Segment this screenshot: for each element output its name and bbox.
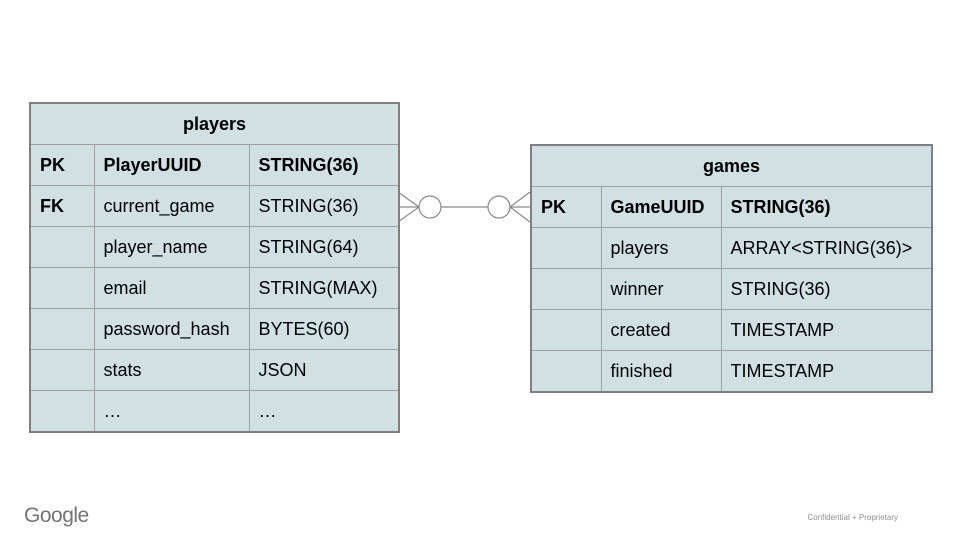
key-cell [29, 390, 95, 433]
field-name-cell: … [93, 390, 250, 433]
field-type-cell: TIMESTAMP [720, 350, 933, 393]
field-type-cell: BYTES(60) [248, 308, 400, 350]
key-cell [29, 308, 95, 350]
field-type-cell: STRING(MAX) [248, 267, 400, 309]
field-type-cell: … [248, 390, 400, 433]
field-name-cell: email [93, 267, 250, 309]
google-logo: Google [24, 504, 89, 527]
field-name-cell: finished [600, 350, 722, 393]
confidential-note: Confidential + Proprietary [807, 513, 899, 522]
field-name-cell: PlayerUUID [93, 144, 250, 186]
crows-foot-many-players-icon [397, 191, 420, 223]
field-type-cell: STRING(36) [720, 186, 933, 228]
field-type-cell: STRING(36) [720, 268, 933, 310]
key-cell [530, 309, 602, 351]
field-type-cell: ARRAY<STRING(36)> [720, 227, 933, 269]
key-cell: PK [530, 186, 602, 228]
table-header-row: games [530, 144, 933, 187]
field-type-cell: STRING(36) [248, 144, 400, 186]
key-cell [530, 268, 602, 310]
field-name-cell: current_game [93, 185, 250, 227]
key-cell [530, 350, 602, 393]
field-name-cell: GameUUID [600, 186, 722, 228]
field-type-cell: STRING(64) [248, 226, 400, 268]
field-type-cell: TIMESTAMP [720, 309, 933, 351]
table-row: …… [29, 390, 400, 433]
table-title-players: players [29, 102, 400, 145]
key-cell [530, 227, 602, 269]
table-title-games: games [530, 144, 933, 187]
field-name-cell: winner [600, 268, 722, 310]
key-cell [29, 349, 95, 391]
key-cell [29, 267, 95, 309]
field-name-cell: stats [93, 349, 250, 391]
field-name-cell: players [600, 227, 722, 269]
zero-cardinality-circle-right-icon [487, 195, 511, 219]
key-cell: FK [29, 185, 95, 227]
field-type-cell: JSON [248, 349, 400, 391]
field-name-cell: player_name [93, 226, 250, 268]
crows-foot-many-games-icon [509, 191, 531, 223]
field-name-cell: password_hash [93, 308, 250, 350]
zero-cardinality-circle-left-icon [418, 195, 442, 219]
key-cell: PK [29, 144, 95, 186]
table-header-row: players [29, 102, 400, 145]
key-cell [29, 226, 95, 268]
field-type-cell: STRING(36) [248, 185, 400, 227]
field-name-cell: created [600, 309, 722, 351]
